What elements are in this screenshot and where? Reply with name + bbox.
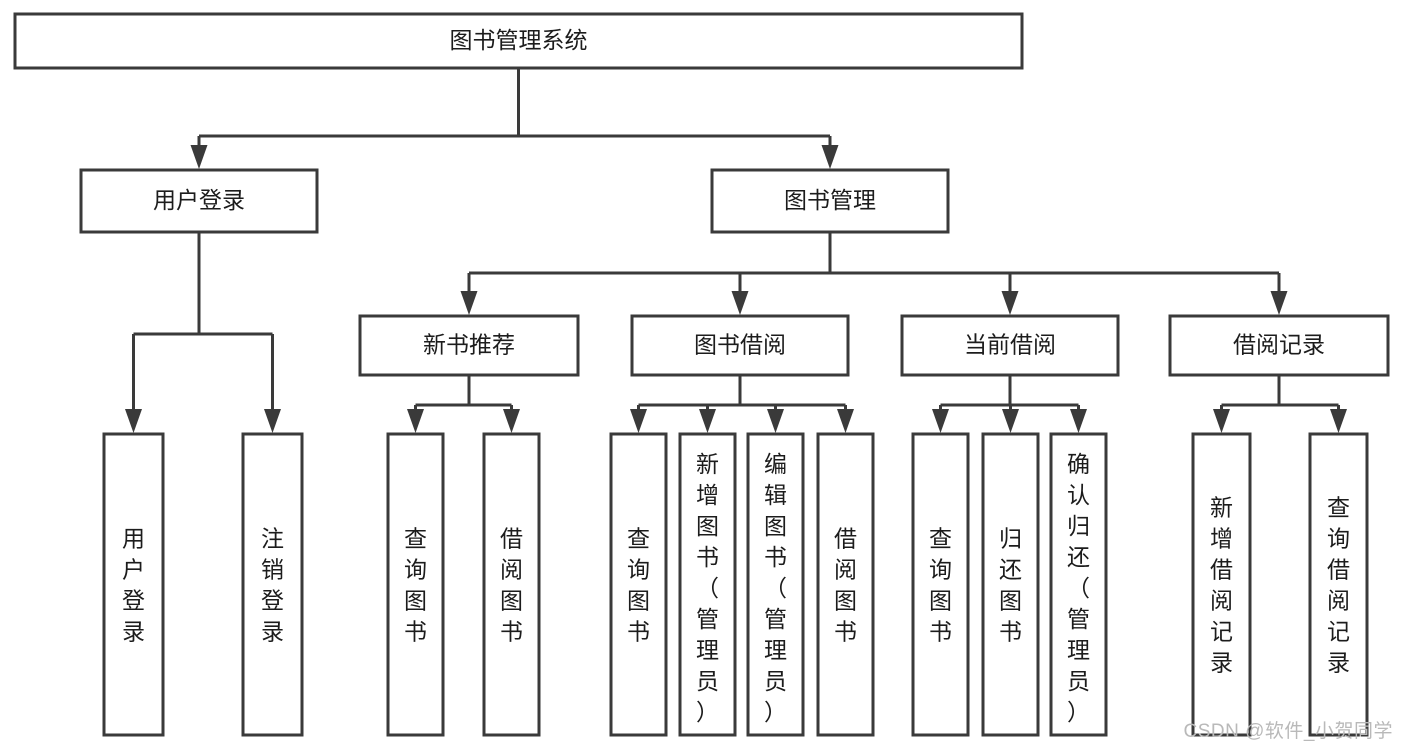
nodes-layer: 图书管理系统用户登录图书管理新书推荐图书借阅当前借阅借阅记录用户登录注销登录查询…: [13, 12, 1390, 737]
node-box[interactable]: [746, 432, 805, 737]
connector-arrowhead: [630, 409, 647, 433]
node-leaf-query-record[interactable]: 查询借阅记录: [1308, 432, 1369, 737]
node-label: 查询图书: [929, 526, 952, 645]
node-box[interactable]: [1191, 432, 1252, 737]
node-bookmgmt[interactable]: 图书管理: [710, 168, 950, 234]
node-box[interactable]: [1049, 432, 1108, 737]
node-label: 借阅记录: [1233, 332, 1325, 358]
node-leaf-edit-book[interactable]: 编辑图书（管理员）: [746, 432, 805, 737]
connectors-layer: [125, 68, 1347, 433]
node-label: 查询图书: [627, 526, 650, 645]
connector-arrowhead: [1330, 409, 1347, 433]
connector-arrowhead: [767, 409, 784, 433]
connector-arrowhead: [821, 145, 839, 169]
node-label: 新增借阅记录: [1210, 495, 1233, 676]
node-label: 用户登录: [153, 187, 245, 213]
node-box[interactable]: [609, 432, 668, 737]
node-label: 查询借阅记录: [1327, 495, 1350, 676]
connector-arrowhead: [731, 291, 749, 315]
node-leaf-query-book-2[interactable]: 查询图书: [609, 432, 668, 737]
node-borrow[interactable]: 图书借阅: [630, 314, 850, 377]
node-box[interactable]: [630, 314, 850, 377]
node-label: 查询图书: [404, 526, 427, 645]
node-label: 确认归还（管理员）: [1067, 451, 1090, 725]
node-leaf-logout[interactable]: 注销登录: [241, 432, 304, 737]
node-box[interactable]: [710, 168, 950, 234]
node-box[interactable]: [1308, 432, 1369, 737]
node-leaf-confirm-return[interactable]: 确认归还（管理员）: [1049, 432, 1108, 737]
node-label: 借阅图书: [834, 526, 857, 645]
node-leaf-borrow-book-1[interactable]: 借阅图书: [482, 432, 541, 737]
node-box[interactable]: [900, 314, 1120, 377]
connector-arrowhead: [1070, 409, 1087, 433]
node-box[interactable]: [482, 432, 541, 737]
csdn-watermark: CSDN @软件_小贺同学: [1183, 721, 1393, 742]
node-records[interactable]: 借阅记录: [1168, 314, 1390, 377]
node-root[interactable]: 图书管理系统: [13, 12, 1024, 70]
node-leaf-query-book-3[interactable]: 查询图书: [911, 432, 970, 737]
connector-arrowhead: [190, 145, 208, 169]
connector-arrowhead: [503, 409, 520, 433]
connector-arrowhead: [1002, 409, 1019, 433]
node-label: 编辑图书（管理员）: [764, 451, 787, 725]
node-leaf-borrow-book-2[interactable]: 借阅图书: [816, 432, 875, 737]
node-label: 新书推荐: [423, 332, 515, 358]
node-box[interactable]: [13, 12, 1024, 70]
node-label: 图书借阅: [694, 332, 786, 358]
node-box[interactable]: [102, 432, 165, 737]
node-label: 新增图书（管理员）: [696, 451, 719, 725]
node-label: 借阅图书: [500, 526, 523, 645]
node-newbook[interactable]: 新书推荐: [358, 314, 580, 377]
node-label: 归还图书: [999, 526, 1022, 645]
connector-arrowhead: [837, 409, 854, 433]
connector-arrowhead: [1213, 409, 1230, 433]
connector-arrowhead: [460, 291, 478, 315]
connector-arrowhead: [264, 409, 281, 433]
node-leaf-add-book[interactable]: 新增图书（管理员）: [678, 432, 737, 737]
node-label: 用户登录: [122, 526, 145, 645]
node-box[interactable]: [911, 432, 970, 737]
node-leaf-return-book[interactable]: 归还图书: [981, 432, 1040, 737]
connector-arrowhead: [125, 409, 142, 433]
node-box[interactable]: [386, 432, 445, 737]
node-login[interactable]: 用户登录: [79, 168, 319, 234]
connector-arrowhead: [1270, 291, 1288, 315]
node-box[interactable]: [816, 432, 875, 737]
connector-arrowhead: [699, 409, 716, 433]
node-box[interactable]: [1168, 314, 1390, 377]
connector-arrowhead: [932, 409, 949, 433]
connector-arrowhead: [1001, 291, 1019, 315]
node-box[interactable]: [358, 314, 580, 377]
node-leaf-add-record[interactable]: 新增借阅记录: [1191, 432, 1252, 737]
node-label: 图书管理: [784, 187, 876, 213]
node-leaf-query-book-1[interactable]: 查询图书: [386, 432, 445, 737]
node-label: 当前借阅: [964, 332, 1056, 358]
node-box[interactable]: [241, 432, 304, 737]
node-current[interactable]: 当前借阅: [900, 314, 1120, 377]
connector-arrowhead: [407, 409, 424, 433]
node-box[interactable]: [678, 432, 737, 737]
node-leaf-user-login[interactable]: 用户登录: [102, 432, 165, 737]
node-box[interactable]: [79, 168, 319, 234]
node-box[interactable]: [981, 432, 1040, 737]
node-label: 注销登录: [261, 526, 284, 645]
node-label: 图书管理系统: [450, 27, 588, 53]
